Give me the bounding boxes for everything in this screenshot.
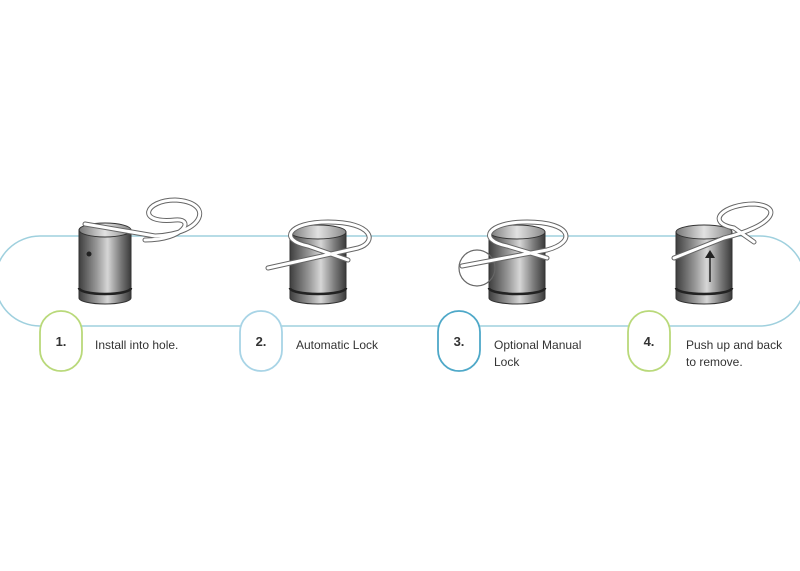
wire-clip (460, 220, 568, 268)
pin-body (289, 231, 347, 305)
step-label-line: Automatic Lock (296, 338, 379, 352)
steps-layer: 1. Install into hole. 2. Automatic Lock 3. Op… (39, 197, 783, 372)
step-4: 4. Push up and back to remove. (627, 201, 783, 372)
step-number: 4. (644, 334, 655, 349)
step-number: 2. (256, 334, 267, 349)
flow-track (0, 235, 800, 327)
step-badge (627, 310, 671, 372)
wire-clip (266, 220, 371, 270)
step-label-line: Optional Manual (494, 338, 581, 352)
pin-auto-lock-icon (265, 219, 372, 305)
step-badge (239, 310, 283, 372)
step-badge (39, 310, 83, 372)
step-label-line: Lock (494, 355, 520, 369)
pin-top (675, 224, 733, 240)
pin-remove-icon (671, 201, 774, 305)
step-2: 2. Automatic Lock (239, 219, 379, 372)
step-number: 1. (56, 334, 67, 349)
pin-groove (487, 287, 547, 296)
wire-clip (83, 198, 202, 242)
pin-hole (86, 251, 92, 257)
step-label-line: to remove. (686, 355, 743, 369)
pin-manual-lock-icon (458, 219, 569, 305)
step-label-line: Push up and back (686, 338, 783, 352)
pin-body (78, 229, 132, 305)
step-badge (437, 310, 481, 372)
step-1: 1. Install into hole. (39, 197, 203, 372)
pin-groove (674, 287, 734, 296)
pin-installed-icon (77, 197, 203, 305)
pin-groove (288, 287, 348, 296)
pin-body (488, 231, 546, 305)
step-number: 3. (454, 334, 465, 349)
pin-groove (77, 287, 133, 296)
manual-lock-circle (458, 249, 496, 287)
step-label-line: Install into hole. (95, 338, 178, 352)
wire-clip (672, 202, 773, 260)
push-arrow-head (705, 250, 715, 258)
